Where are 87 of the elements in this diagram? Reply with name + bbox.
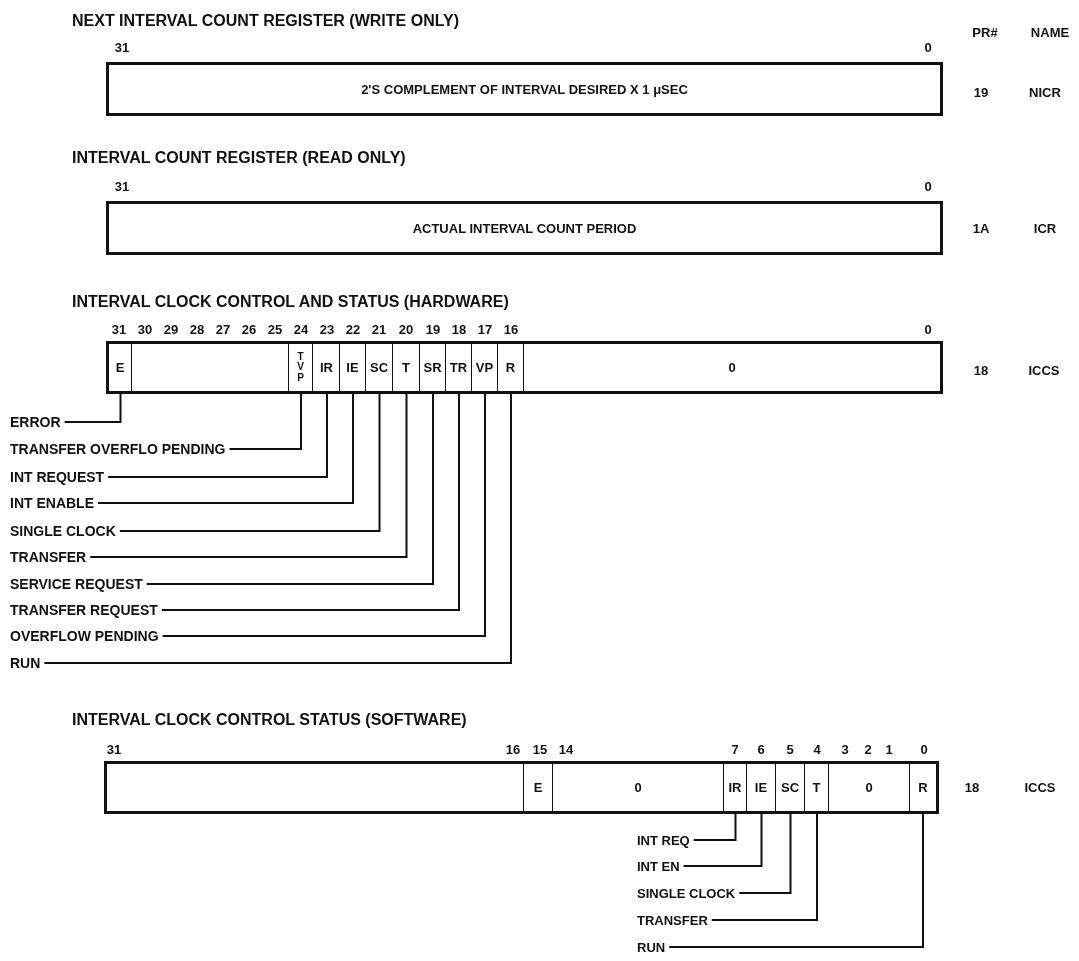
bit-name: RUN <box>10 655 41 671</box>
bit-number: 14 <box>558 741 574 757</box>
bit-name: TRANSFER <box>10 549 87 565</box>
bit-name: INT REQ <box>637 832 690 848</box>
bit-field: SR <box>420 344 446 391</box>
bit-field: T <box>805 764 829 811</box>
bit-name: RUN <box>637 939 666 955</box>
register-number: 1A <box>972 220 990 236</box>
bit-number: 15 <box>532 741 548 757</box>
bit-field: IE <box>340 344 366 391</box>
bit-name: TRANSFER REQUEST <box>10 602 158 618</box>
register-name: NICR <box>1029 84 1061 100</box>
bit-number: 16 <box>503 321 519 337</box>
bit-name: OVERFLOW PENDING <box>10 628 159 644</box>
bit-number: 27 <box>215 321 231 337</box>
bit-number: 0 <box>920 741 928 757</box>
bit-number: 5 <box>786 741 794 757</box>
bit-name: INT EN <box>637 858 680 874</box>
register-bar <box>106 341 943 394</box>
bit-field: IR <box>724 764 747 811</box>
register-number: 18 <box>973 362 989 378</box>
bit-number: 0 <box>924 321 932 337</box>
bit-number: 31 <box>111 321 127 337</box>
bit-number: 31 <box>106 741 122 757</box>
bit-number: 4 <box>813 741 821 757</box>
bit-number: 29 <box>163 321 179 337</box>
bit-field: R <box>910 764 936 811</box>
register-name: ICCS <box>1028 362 1060 378</box>
bit-number: 17 <box>477 321 493 337</box>
bit-number: 0 <box>924 39 932 55</box>
bit-name: TRANSFER OVERFLO PENDING <box>10 441 226 457</box>
register-title: INTERVAL COUNT REGISTER (READ ONLY) <box>72 149 406 167</box>
bit-field: E <box>109 344 132 391</box>
register-title: INTERVAL CLOCK CONTROL AND STATUS (HARDWARE) <box>72 293 509 311</box>
bit-field: TR <box>446 344 472 391</box>
bit-name: INT REQUEST <box>10 469 105 485</box>
bit-number: 22 <box>345 321 361 337</box>
bit-name: SINGLE CLOCK <box>637 885 736 901</box>
bit-name: SINGLE CLOCK <box>10 523 116 539</box>
bit-number: 23 <box>319 321 335 337</box>
register-bar <box>106 62 943 116</box>
register-title: INTERVAL CLOCK CONTROL STATUS (SOFTWARE) <box>72 711 467 729</box>
register-name: ICCS <box>1024 779 1056 795</box>
bit-number: 28 <box>189 321 205 337</box>
bit-field: 0 <box>829 764 910 811</box>
field-description: 2'S COMPLEMENT OF INTERVAL DESIRED X 1 μSEC <box>361 81 688 97</box>
bit-number: 25 <box>267 321 283 337</box>
register-bar <box>106 201 943 255</box>
bit-name: INT ENABLE <box>10 495 94 511</box>
bit-number: 18 <box>451 321 467 337</box>
register-number: 18 <box>964 779 980 795</box>
bit-number: 26 <box>241 321 257 337</box>
bit-field: SC <box>776 764 805 811</box>
register-bar <box>104 761 939 814</box>
bit-field: IE <box>747 764 776 811</box>
column-header: NAME <box>1030 24 1070 40</box>
register-title: NEXT INTERVAL COUNT REGISTER (WRITE ONLY) <box>72 12 459 30</box>
bit-number: 31 <box>114 178 130 194</box>
bit-field: R <box>498 344 524 391</box>
bit-number: 6 <box>757 741 765 757</box>
bit-number: 19 <box>425 321 441 337</box>
bit-number: 3 <box>841 741 849 757</box>
bit-field: IR <box>314 344 340 391</box>
bit-number: 16 <box>505 741 521 757</box>
bit-field: 0 <box>553 764 724 811</box>
bit-number: 30 <box>137 321 153 337</box>
bit-field: VP <box>472 344 498 391</box>
register-number: 19 <box>973 84 989 100</box>
register-name: ICR <box>1033 220 1057 236</box>
bit-number: 7 <box>731 741 739 757</box>
bit-number: 2 <box>864 741 872 757</box>
bit-name: ERROR <box>10 414 61 430</box>
field-description: ACTUAL INTERVAL COUNT PERIOD <box>412 220 637 236</box>
bit-field: E <box>524 764 553 811</box>
bit-field: T V P <box>289 344 313 391</box>
bit-number: 21 <box>371 321 387 337</box>
bit-number: 0 <box>924 178 932 194</box>
bit-name: TRANSFER <box>637 912 708 928</box>
bit-field: T <box>393 344 420 391</box>
bit-field: SC <box>366 344 393 391</box>
bit-number: 24 <box>293 321 309 337</box>
bit-field: 0 <box>524 344 940 391</box>
column-header: PR# <box>972 24 998 40</box>
bit-name: SERVICE REQUEST <box>10 576 143 592</box>
bit-number: 31 <box>114 39 130 55</box>
bit-number: 20 <box>398 321 414 337</box>
bit-number: 1 <box>885 741 893 757</box>
